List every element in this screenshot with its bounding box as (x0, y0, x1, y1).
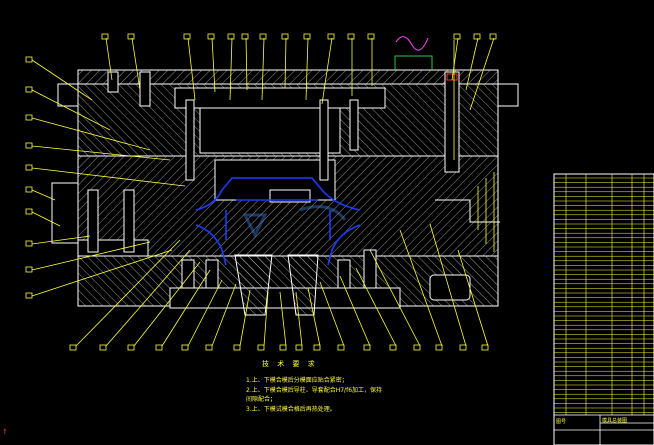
molded-part (195, 177, 361, 266)
leader-lines-left (31, 59, 186, 297)
title-block (553, 414, 654, 445)
sprue-core (234, 254, 319, 316)
tech-requirement-3: 3.上、下模试模合格后再热处理。 (246, 406, 336, 413)
ucs-icon: ↑ (2, 428, 8, 436)
tech-requirement-2-cont: 间隙配合； (246, 396, 277, 403)
tech-requirement-2: 2.上、下模合模后导柱、导套配合H7/f6加工，保持 (246, 387, 383, 394)
drawing-title: 模具总装图 (602, 418, 628, 424)
tech-requirement-1: 1.上、下模合模后分模面应贴合紧密； (246, 377, 348, 384)
guide-pins (87, 71, 460, 289)
dimension-lines (453, 40, 495, 252)
drawing-number-label: 图号 (556, 419, 567, 425)
parts-list-table (553, 173, 654, 445)
leader-lines-bottom (75, 223, 489, 347)
leader-balloons-bottom (69, 344, 489, 351)
watermark-mark (242, 205, 347, 239)
leader-balloons-left (25, 56, 33, 299)
leader-lines-top (105, 37, 495, 111)
parts-list-rows (554, 177, 654, 413)
tech-requirements-title: 技 术 要 求 (262, 360, 318, 368)
leader-balloons-top (101, 33, 497, 40)
